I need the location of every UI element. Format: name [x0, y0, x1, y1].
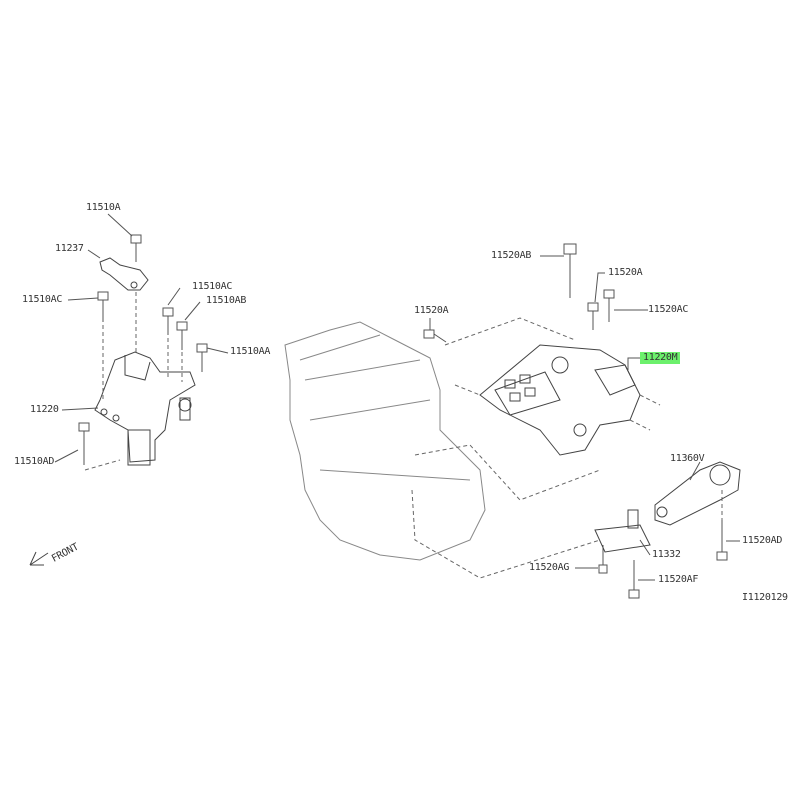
part-label-11520AC[interactable]: 11520AC [648, 304, 689, 315]
part-label-11360V[interactable]: 11360V [670, 453, 705, 464]
right-dashed-guides [411, 317, 723, 579]
front-arrow-icon [29, 551, 49, 566]
left-engine-mount-drawing [94, 351, 196, 466]
part-label-11520AF[interactable]: 11520AF [658, 574, 699, 585]
part-label-11520A-left[interactable]: 11520A [414, 305, 449, 316]
torque-rod-drawing [654, 461, 741, 526]
part-label-11510A[interactable]: 11510A [86, 202, 121, 213]
diagram-code: I1120129 [742, 592, 788, 603]
part-label-11220[interactable]: 11220 [30, 404, 59, 415]
left-dashed-guides [84, 292, 183, 471]
engine-outline-drawing [284, 321, 486, 561]
left-bolts-drawing [78, 234, 208, 465]
part-label-11332[interactable]: 11332 [652, 549, 681, 560]
leader-lines [54, 213, 740, 581]
part-label-11510AA[interactable]: 11510AA [230, 346, 271, 357]
part-label-11510AB[interactable]: 11510AB [206, 295, 247, 306]
part-label-11510AC-left[interactable]: 11510AC [22, 294, 63, 305]
bracket-11332-drawing [594, 509, 651, 553]
right-engine-mount-drawing [479, 344, 641, 456]
right-bolts-drawing [423, 243, 728, 599]
part-label-11510AC-right[interactable]: 11510AC [192, 281, 233, 292]
part-label-11520AG[interactable]: 11520AG [529, 562, 570, 573]
bracket-11237-drawing [99, 257, 149, 291]
part-label-11520AD[interactable]: 11520AD [742, 535, 783, 546]
part-label-11220M-highlighted[interactable]: 11220M [640, 352, 681, 364]
part-label-11520AB[interactable]: 11520AB [491, 250, 532, 261]
part-label-11237[interactable]: 11237 [55, 243, 84, 254]
part-label-11520A-right[interactable]: 11520A [608, 267, 643, 278]
part-label-11510AD[interactable]: 11510AD [14, 456, 55, 467]
